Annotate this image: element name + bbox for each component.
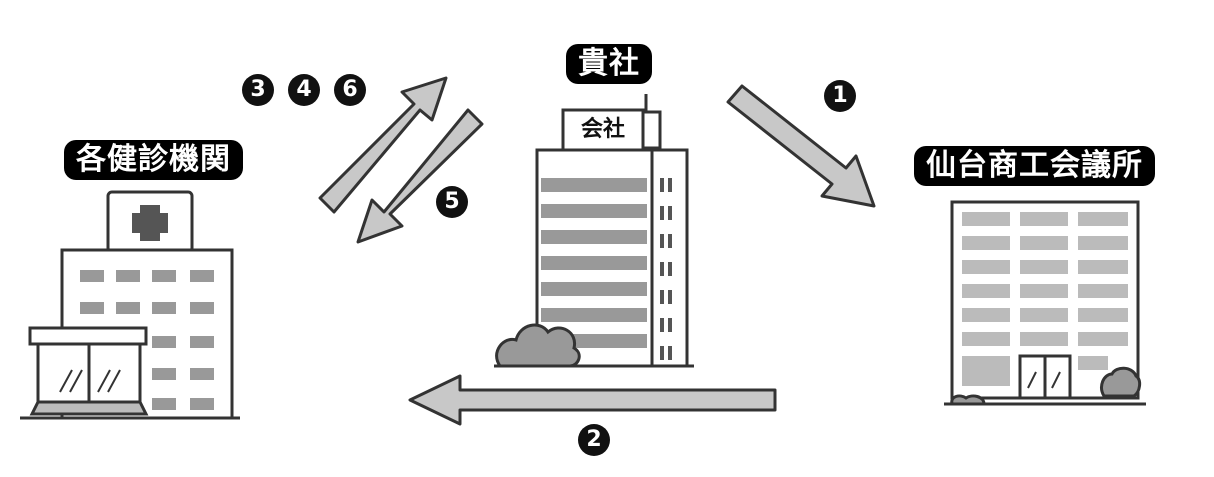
company-building-icon bbox=[494, 94, 694, 368]
arrow-company-to-chamber bbox=[726, 84, 876, 208]
shrub-icon bbox=[495, 323, 581, 368]
step-1-badge: 1 bbox=[824, 80, 856, 112]
company-sign: 会社 bbox=[580, 117, 625, 142]
clinics-label: 各健診機関 bbox=[64, 140, 243, 180]
cross-icon bbox=[132, 205, 168, 241]
step-4-badge: 4 bbox=[288, 74, 320, 106]
hospital-icon bbox=[20, 190, 240, 420]
chamber-label: 仙台商工会議所 bbox=[914, 146, 1155, 186]
arrow-clinics-to-company bbox=[356, 108, 484, 244]
arrow-chamber-to-clinics bbox=[408, 374, 777, 426]
step-3-badge: 3 bbox=[242, 74, 274, 106]
step-2-badge: 2 bbox=[578, 424, 610, 456]
step-5-badge: 5 bbox=[436, 186, 468, 218]
step-6-badge: 6 bbox=[334, 74, 366, 106]
company-label: 貴社 bbox=[566, 44, 652, 84]
arrow-company-to-clinics bbox=[318, 76, 448, 214]
chamber-building-icon bbox=[944, 200, 1146, 406]
